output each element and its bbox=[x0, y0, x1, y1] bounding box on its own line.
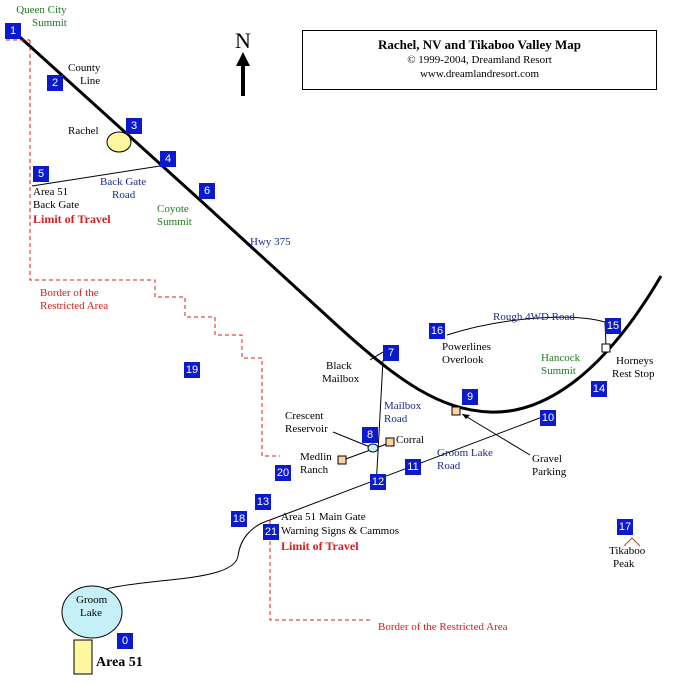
horneys-box bbox=[601, 343, 611, 353]
groom-lake bbox=[61, 585, 123, 639]
marker-3[interactable]: 3 bbox=[126, 118, 142, 134]
marker-18[interactable]: 18 bbox=[231, 511, 247, 527]
marker-8[interactable]: 8 bbox=[362, 427, 378, 443]
marker-19[interactable]: 19 bbox=[184, 362, 200, 378]
marker-7[interactable]: 7 bbox=[383, 345, 399, 361]
map-title: Rachel, NV and Tikaboo Valley Map bbox=[378, 37, 581, 52]
title-box: Rachel, NV and Tikaboo Valley Map © 1999… bbox=[302, 30, 657, 90]
marker-10[interactable]: 10 bbox=[540, 410, 556, 426]
marker-15[interactable]: 15 bbox=[605, 318, 621, 334]
marker-5[interactable]: 5 bbox=[33, 166, 49, 182]
restricted-border-lower bbox=[269, 520, 370, 621]
marker-6[interactable]: 6 bbox=[199, 183, 215, 199]
marker-1[interactable]: 1 bbox=[5, 23, 21, 39]
area51-base bbox=[73, 639, 93, 675]
gravel-pointer bbox=[461, 413, 531, 456]
limit-of-travel-back: Limit of Travel bbox=[33, 212, 111, 226]
marker-13[interactable]: 13 bbox=[255, 494, 271, 510]
hwy-375-label: Hwy 375 bbox=[250, 236, 291, 248]
back-gate-road bbox=[31, 165, 161, 187]
compass: N bbox=[232, 30, 254, 101]
rachel-label: Rachel bbox=[68, 125, 99, 137]
mailbox-pointer bbox=[369, 351, 384, 361]
website-link[interactable]: www.dreamlandresort.com bbox=[419, 68, 540, 80]
restricted-border-upper bbox=[29, 40, 280, 457]
restricted-border-label-lower: Border of the Restricted Area bbox=[378, 621, 508, 633]
marker-20[interactable]: 20 bbox=[275, 465, 291, 481]
crescent-reservoir bbox=[367, 443, 379, 453]
marker-12[interactable]: 12 bbox=[370, 474, 386, 490]
hwy-375-road bbox=[10, 28, 663, 414]
crescent-pointer bbox=[332, 431, 371, 448]
warning-signs-label: Warning Signs & Cammos bbox=[281, 525, 399, 537]
marker-16[interactable]: 16 bbox=[429, 323, 445, 339]
area51-label: Area 51 bbox=[96, 655, 143, 670]
tikaboo-peak-icon bbox=[623, 537, 641, 547]
medlin-box bbox=[337, 455, 347, 465]
main-gate-label: Area 51 Main Gate bbox=[281, 511, 366, 523]
marker-9[interactable]: 9 bbox=[462, 389, 478, 405]
rachel-town bbox=[106, 131, 132, 153]
marker-2[interactable]: 2 bbox=[47, 75, 63, 91]
marker-11[interactable]: 11 bbox=[405, 459, 421, 475]
marker-17[interactable]: 17 bbox=[617, 519, 633, 535]
north-label: N bbox=[235, 28, 251, 53]
rough-4wd-road-label: Rough 4WD Road bbox=[493, 311, 575, 323]
marker-21[interactable]: 21 bbox=[263, 524, 279, 540]
north-arrow-icon bbox=[236, 52, 250, 96]
marker-4[interactable]: 4 bbox=[160, 151, 176, 167]
mailbox-road bbox=[375, 359, 384, 488]
groom-lake-road bbox=[94, 415, 546, 595]
marker-0[interactable]: 0 bbox=[117, 633, 133, 649]
rough-4wd-road bbox=[446, 316, 607, 347]
corral-box bbox=[385, 437, 395, 447]
corral-label: Corral bbox=[396, 434, 425, 446]
medlin-road bbox=[342, 441, 393, 461]
copyright: © 1999-2004, Dreamland Resort bbox=[407, 54, 552, 66]
limit-of-travel-main: Limit of Travel bbox=[281, 539, 359, 553]
gravel-box bbox=[451, 406, 461, 416]
marker-14[interactable]: 14 bbox=[591, 381, 607, 397]
